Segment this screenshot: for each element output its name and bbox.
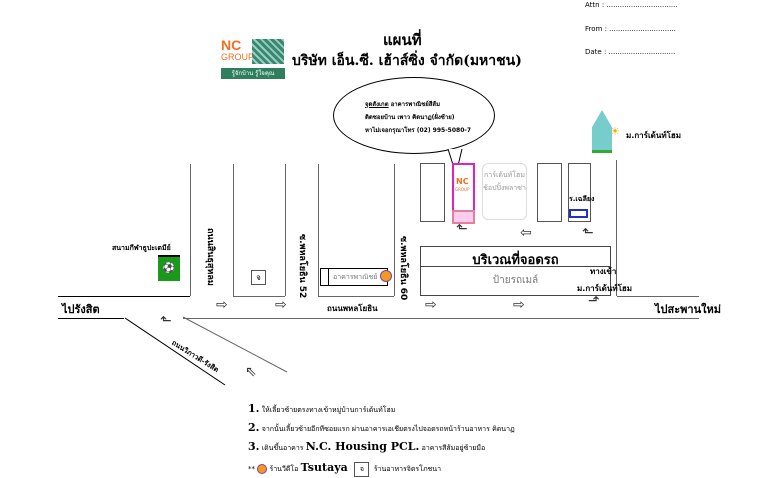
phahonyothin-label: ถนนพหลโยธิน xyxy=(327,304,378,313)
from-field: From : .............................. xyxy=(585,25,676,33)
school-label: ร.เฉลียง xyxy=(569,195,595,203)
shophouse-building: อาคารพาณิชย์ xyxy=(320,268,388,286)
parking-label: บริเวณที่จอดรถ xyxy=(472,253,559,268)
callout-line2: ติดซอยบ้าน เพาว คิดนาฏ(ฝั่งซ้าย) xyxy=(365,114,455,121)
entrance-label: ทางเข้า xyxy=(590,267,617,276)
arrow-right-icon: ⇨ xyxy=(425,297,437,313)
road-left-label: ถนนสินธุสุหลม xyxy=(205,228,215,286)
soi60-label: ซ.พหลโยธิน 60 xyxy=(398,236,408,301)
shophouse-label: อาคารพาณิชย์ xyxy=(333,273,378,281)
road-edge xyxy=(233,296,285,297)
arrow-turn-up-icon: ⬏ xyxy=(588,293,600,309)
stadium-label: สนามกีฬาธูปะเตมีย์ xyxy=(112,244,171,252)
road-edge xyxy=(58,318,124,319)
building xyxy=(537,163,562,222)
soi52-label: ซ.พหลโยธิน 52 xyxy=(297,234,307,299)
step-text: เดินขึ้นอาคาร xyxy=(261,444,304,452)
callout-phone: หาไม่เจอกรุณาโทร (02) 995-5080-7 xyxy=(365,127,472,134)
arrow-right-icon: ⇨ xyxy=(513,297,525,313)
to-rangsit-label: ไปรังสิต xyxy=(62,303,100,316)
nc-building: NC GROUP xyxy=(452,163,475,212)
step-text: ให้เลี้ยวซ้ายตรงทางเข้าหมู่บ้านการ์เด้นท… xyxy=(261,406,396,414)
arrow-right-icon: ⇨ xyxy=(275,297,287,313)
company-english: N.C. Housing PCL. xyxy=(305,440,420,453)
school-building: ร.เฉลียง xyxy=(568,163,595,222)
road-edge xyxy=(318,164,319,296)
callout-label: จุดสังเกต xyxy=(365,101,389,108)
arrow-turn-up-icon: ⬑ xyxy=(160,313,172,329)
tsutaya-marker xyxy=(380,270,392,282)
road-edge xyxy=(58,296,190,297)
logo-nc: NC xyxy=(221,37,242,53)
arrow-right-icon: ⇨ xyxy=(216,297,228,313)
direction-step: 2. จากนั้นเลี้ยวซ้ายอีกทีซอยแรก ผ่านอาคา… xyxy=(248,419,515,438)
step-text: จากนั้นเลี้ยวซ้ายอีกทีซอยแรก ผ่านอาคารเอ… xyxy=(261,425,515,433)
date-field: Date : .............................. xyxy=(585,48,676,56)
village-label: ม.การ์เด้นท์โฮม xyxy=(626,131,682,140)
callout-text: จุดสังเกต อาคารพาณิชย์สีส้ม ติดซอยบ้าน เ… xyxy=(365,98,471,137)
arrow-left-icon: ⇦ xyxy=(520,225,532,241)
garden-home-plaza: การ์เด้นท์โฮมช้อปปิ้งพลาซ่า xyxy=(482,163,527,220)
legend-stars: ** xyxy=(248,465,255,473)
plaza-line2: ช้อปปิ้งพลาซ่า xyxy=(483,184,526,192)
legend-tsutaya: Tsutaya xyxy=(300,461,348,474)
road-edge xyxy=(190,164,191,296)
nc-building-entrance xyxy=(452,210,475,224)
callout-bubble xyxy=(333,77,495,154)
logo-group: GROUP xyxy=(221,52,255,62)
house-icon xyxy=(592,110,612,153)
road-edge xyxy=(617,296,699,297)
stadium-icon: ⚽ xyxy=(158,255,180,281)
road-edge xyxy=(394,164,395,296)
arrow-turn-up-icon: ⬑ xyxy=(456,221,468,237)
company-name: บริษัท เอ็น.ซี. เฮ้าส์ซิ่ง จำกัด(มหาชน) xyxy=(292,53,522,69)
attn-field: Attn : ................................ xyxy=(585,1,678,9)
nc-group-logo: NC GROUP รู้จักบ้าน รู้ใจคุณ xyxy=(221,38,285,80)
step-number: 3. xyxy=(248,440,260,453)
nc-building-group: GROUP xyxy=(455,187,470,192)
direction-step: 3. เดินขึ้นอาคาร N.C. Housing PCL. อาคาร… xyxy=(248,438,515,457)
arrow-turn-left-icon: ⬑ xyxy=(582,225,594,241)
arrow-up-left-icon: ⇖ xyxy=(245,364,257,380)
direction-step: 1. ให้เลี้ยวซ้ายตรงทางเข้าหมู่บ้านการ์เด… xyxy=(248,400,515,419)
legend-restaurant: ร้านอาหารจิตรโภชนา xyxy=(373,465,442,473)
restaurant-marker: จ xyxy=(251,270,266,285)
road-edge xyxy=(183,318,699,319)
tsutaya-icon xyxy=(257,464,268,474)
parking-area: บริเวณที่จอดรถ ป้ายรถเมล์ xyxy=(420,246,611,296)
building xyxy=(420,163,445,222)
road-edge xyxy=(233,164,234,296)
step-text: อาคารสีส้มอยู่ซ้ายมือ xyxy=(421,444,486,452)
step-number: 1. xyxy=(248,402,260,415)
directions-list: 1. ให้เลี้ยวซ้ายตรงทางเข้าหมู่บ้านการ์เด… xyxy=(248,400,515,478)
road-edge xyxy=(285,164,286,296)
legend-video: ร้านวีดีโอ xyxy=(269,465,299,473)
road-edge xyxy=(318,296,394,297)
school-marker xyxy=(569,209,588,218)
logo-pattern xyxy=(252,39,284,64)
logo-slogan: รู้จักบ้าน รู้ใจคุณ xyxy=(221,68,285,79)
bus-stop-label: ป้ายรถเมล์ xyxy=(492,275,539,286)
to-saphan-mai-label: ไปสะพานใหม่ xyxy=(655,303,721,316)
step-number: 2. xyxy=(248,421,260,434)
callout-line1: อาคารพาณิชย์สีส้ม xyxy=(390,101,441,108)
nc-building-logo: NC xyxy=(456,177,469,186)
vibhavadi-road xyxy=(124,316,288,386)
legend: ** ร้านวีดีโอ Tsutaya จ ร้านอาหารจิตรโภช… xyxy=(248,459,515,478)
entrance-village-label: ม.การ์เด้นท์โฮม xyxy=(577,284,633,293)
road-edge xyxy=(616,160,617,296)
plaza-line1: การ์เด้นท์โฮม xyxy=(484,171,525,179)
sun-icon: ☀ xyxy=(610,125,620,138)
map-title: แผนที่ xyxy=(383,31,422,49)
